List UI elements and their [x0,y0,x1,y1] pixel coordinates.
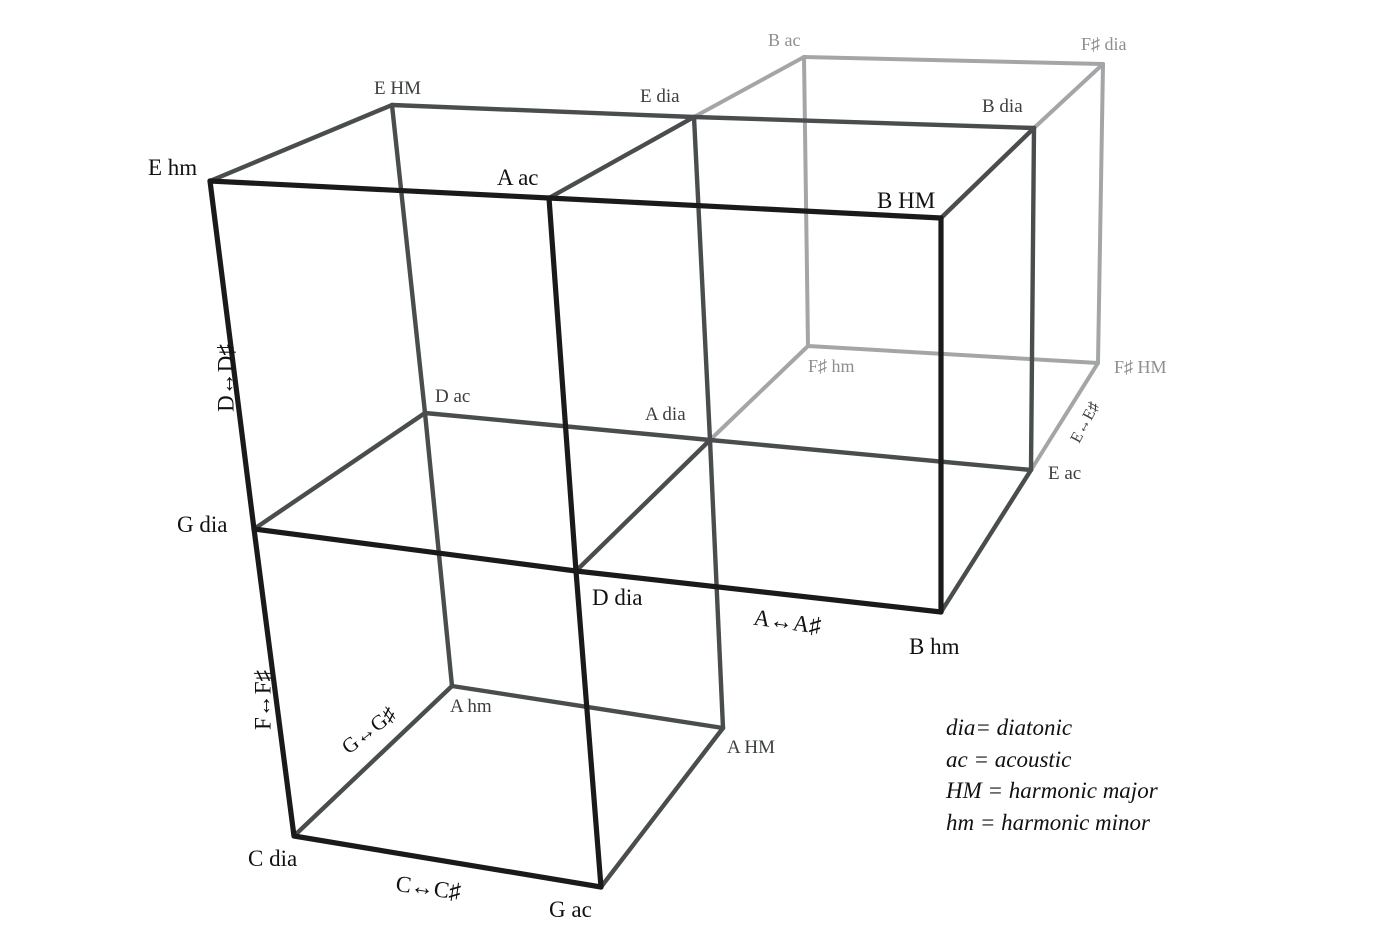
edge-label-d-ds: D↔D♯ [213,344,238,412]
edge-fs-dia-to-fs-hm [1096,62,1105,365]
vertex-label-b-hm: B hm [909,634,960,659]
vertex-label-a-hm: A hm [450,696,492,717]
edge-e-dia-to-a-dia [691,114,713,443]
edge-b-ac-to-fs-dia [802,55,1105,66]
legend-line-ac: ac = acoustic [946,746,1072,772]
vertex-label-e-ac: E ac [1048,463,1081,484]
edge-a-dia-to-a-hm [707,437,726,731]
edge-c-dia-to-g-ac [291,833,604,890]
vertex-labels: E hm A ac B HM G dia D dia B hm C dia G ac E HM E… [148,30,1167,922]
vertex-label-fs-hm: F♯ hm [808,356,855,376]
edge-b-dia-to-e-ac [1028,125,1037,473]
vertex-label-a-ac: A ac [497,165,539,190]
vertex-label-g-dia: G dia [177,512,227,537]
edge-label-g-gs: G↔G♯ [337,701,401,758]
vertex-label-c-dia: C dia [248,846,297,871]
vertex-label-a-hm: A HM [727,737,775,758]
edge-d-dia-to-b-hm [573,568,944,615]
vertex-label-b-dia: B dia [982,96,1023,117]
edge-b-hm-to-e-ac [938,467,1034,615]
edge-e-ac-to-fs-hm [1029,361,1100,472]
vertex-label-e-hm: E HM [374,78,421,99]
edge-label-c-cs: C↔C♯ [394,871,463,905]
vertex-label-g-ac: G ac [549,897,592,922]
vertex-label-d-dia: D dia [592,585,642,610]
edge-a-ac-to-b-hm [546,195,944,221]
vertex-label-d-ac: D ac [435,386,470,407]
lattice-edges [207,55,1105,890]
edge-a-ac-to-e-dia [546,114,697,201]
edge-fs-hm-to-fs-hm [806,344,1100,365]
edge-e-dia-to-b-dia [691,114,1037,131]
edge-g-dia-to-c-dia [251,526,297,839]
edge-g-dia-to-d-dia [251,526,579,574]
edge-c-dia-to-a-hm [291,683,455,839]
edge-g-dia-to-d-ac [251,410,428,532]
edge-d-ac-to-a-hm [422,410,455,689]
edge-g-ac-to-a-hm [598,725,726,890]
vertex-label-a-dia: A dia [645,404,686,425]
edge-b-hm-to-b-dia [938,125,1037,221]
vertex-label-e-dia: E dia [640,86,680,107]
edge-a-dia-to-fs-hm [708,344,810,442]
edge-d-dia-to-a-dia [573,437,713,574]
edge-a-dia-to-e-ac [707,437,1034,473]
edge-label-f-fs: F↔F♯ [250,669,275,730]
legend: dia= diatonic ac = acoustic HM = harmoni… [946,712,1158,838]
edge-e-hm-to-e-hm [207,102,395,184]
edge-e-hm-to-e-dia [389,102,697,120]
vertex-label-e-hm: E hm [148,155,197,180]
edge-e-hm-to-d-ac [389,102,428,416]
vertex-label-b-ac: B ac [768,30,800,50]
edge-e-hm-to-g-dia [207,178,257,532]
legend-line-hm: hm = harmonic minor [946,809,1150,835]
legend-line-HM: HM = harmonic major [946,778,1158,803]
edge-b-dia-to-fs-dia [1032,62,1105,130]
vertex-label-fs-hm: F♯ HM [1114,357,1167,377]
edge-a-ac-to-d-dia [546,195,579,574]
edge-e-hm-to-a-ac [207,178,552,201]
vertex-label-b-hm: B HM [877,188,935,213]
vertex-label-fs-dia: F♯ dia [1081,34,1127,54]
edge-e-dia-to-b-ac [692,55,806,119]
edge-b-ac-to-fs-hm [802,55,810,348]
edge-label-a-as: A↔A♯ [752,605,823,639]
edge-d-dia-to-g-ac [573,568,604,890]
legend-line-dia: dia= diatonic [946,715,1073,740]
